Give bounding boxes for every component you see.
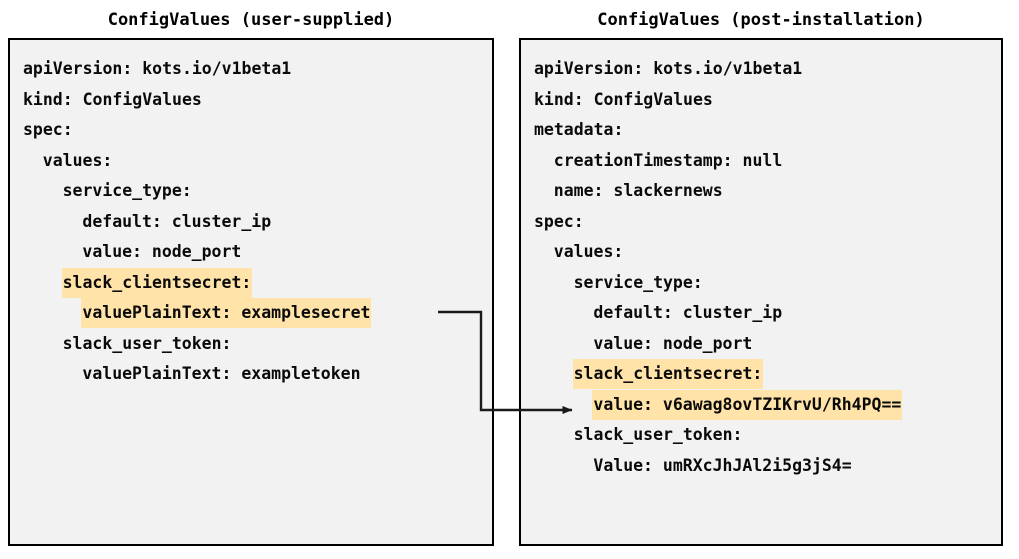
yaml-line: creationTimestamp: null (521, 146, 1001, 177)
yaml-line: spec: (521, 207, 1001, 238)
yaml-line: slack_user_token: (10, 329, 492, 360)
yaml-line-text-highlighted: slack_clientsecret: (61, 267, 253, 298)
configvalues-panel-user-supplied: apiVersion: kots.io/v1beta1 kind: ConfigV… (8, 38, 494, 546)
yaml-line: metadata: (521, 115, 1001, 146)
yaml-code-block-post-installation: apiVersion: kots.io/v1beta1 kind: ConfigV… (521, 40, 1001, 481)
yaml-line: name: slackernews (521, 176, 1001, 207)
yaml-line-text-highlighted: value: v6awag8ovTZIKrvU/Rh4PQ== (592, 389, 903, 420)
yaml-line: slack_clientsecret: (10, 267, 492, 299)
yaml-line: service_type: (10, 176, 492, 207)
yaml-line-text: creationTimestamp: null (553, 150, 783, 170)
yaml-line-text: values: (553, 242, 624, 261)
yaml-line: kind: ConfigValues (10, 85, 492, 116)
yaml-line-text: name: slackernews (553, 181, 723, 200)
yaml-line: value: node_port (10, 237, 492, 268)
yaml-line-text: apiVersion: kots.io/v1beta1 (23, 59, 292, 78)
yaml-line-text: values: (42, 150, 113, 170)
yaml-line: default: cluster_ip (10, 207, 492, 238)
yaml-line-text: apiVersion: kots.io/v1beta1 (534, 59, 803, 78)
yaml-line-text: value: node_port (82, 242, 242, 261)
yaml-line: apiVersion: kots.io/v1beta1 (521, 54, 1001, 85)
yaml-line: value: v6awag8ovTZIKrvU/Rh4PQ== (521, 389, 1001, 421)
yaml-line: valuePlainText: examplesecret (10, 298, 492, 329)
yaml-line-text: slack_user_token: (573, 425, 743, 444)
yaml-line-text: spec: (23, 120, 73, 139)
yaml-line: slack_user_token: (521, 420, 1001, 451)
yaml-line-text: kind: ConfigValues (534, 89, 713, 109)
yaml-line: Value: umRXcJhJAl2i5g3jS4= (521, 451, 1001, 482)
yaml-line: apiVersion: kots.io/v1beta1 (10, 54, 492, 85)
yaml-line: value: node_port (521, 329, 1001, 360)
yaml-line: values: (10, 146, 492, 177)
yaml-line: service_type: (521, 268, 1001, 299)
yaml-line-text: slack_user_token: (62, 333, 232, 353)
yaml-line: valuePlainText: exampletoken (10, 359, 492, 390)
yaml-line-text: Value: umRXcJhJAl2i5g3jS4= (593, 455, 852, 475)
yaml-line-text-highlighted: slack_clientsecret: (572, 359, 764, 389)
yaml-line: values: (521, 237, 1001, 268)
yaml-line: spec: (10, 115, 492, 146)
configvalues-panel-post-installation: apiVersion: kots.io/v1beta1 kind: ConfigV… (519, 38, 1003, 546)
yaml-line: slack_clientsecret: (521, 359, 1001, 390)
yaml-line-text: valuePlainText: exampletoken (82, 364, 361, 383)
yaml-line-text: service_type: (62, 181, 192, 200)
yaml-line: kind: ConfigValues (521, 85, 1001, 116)
yaml-line-text: default: cluster_ip (82, 211, 272, 231)
yaml-line-text: service_type: (573, 272, 703, 292)
yaml-line-text: metadata: (534, 120, 624, 139)
yaml-line-text: default: cluster_ip (593, 303, 783, 322)
yaml-code-block-user-supplied: apiVersion: kots.io/v1beta1 kind: ConfigV… (10, 40, 492, 390)
panel-title-post-installation: ConfigValues (post-installation) (597, 10, 925, 30)
yaml-line-text: spec: (534, 211, 584, 231)
yaml-line: default: cluster_ip (521, 298, 1001, 329)
yaml-line-text-highlighted: valuePlainText: examplesecret (81, 298, 372, 328)
panel-title-user-supplied: ConfigValues (user-supplied) (107, 10, 395, 30)
yaml-line-text: value: node_port (593, 333, 753, 353)
yaml-line-text: kind: ConfigValues (23, 89, 202, 109)
